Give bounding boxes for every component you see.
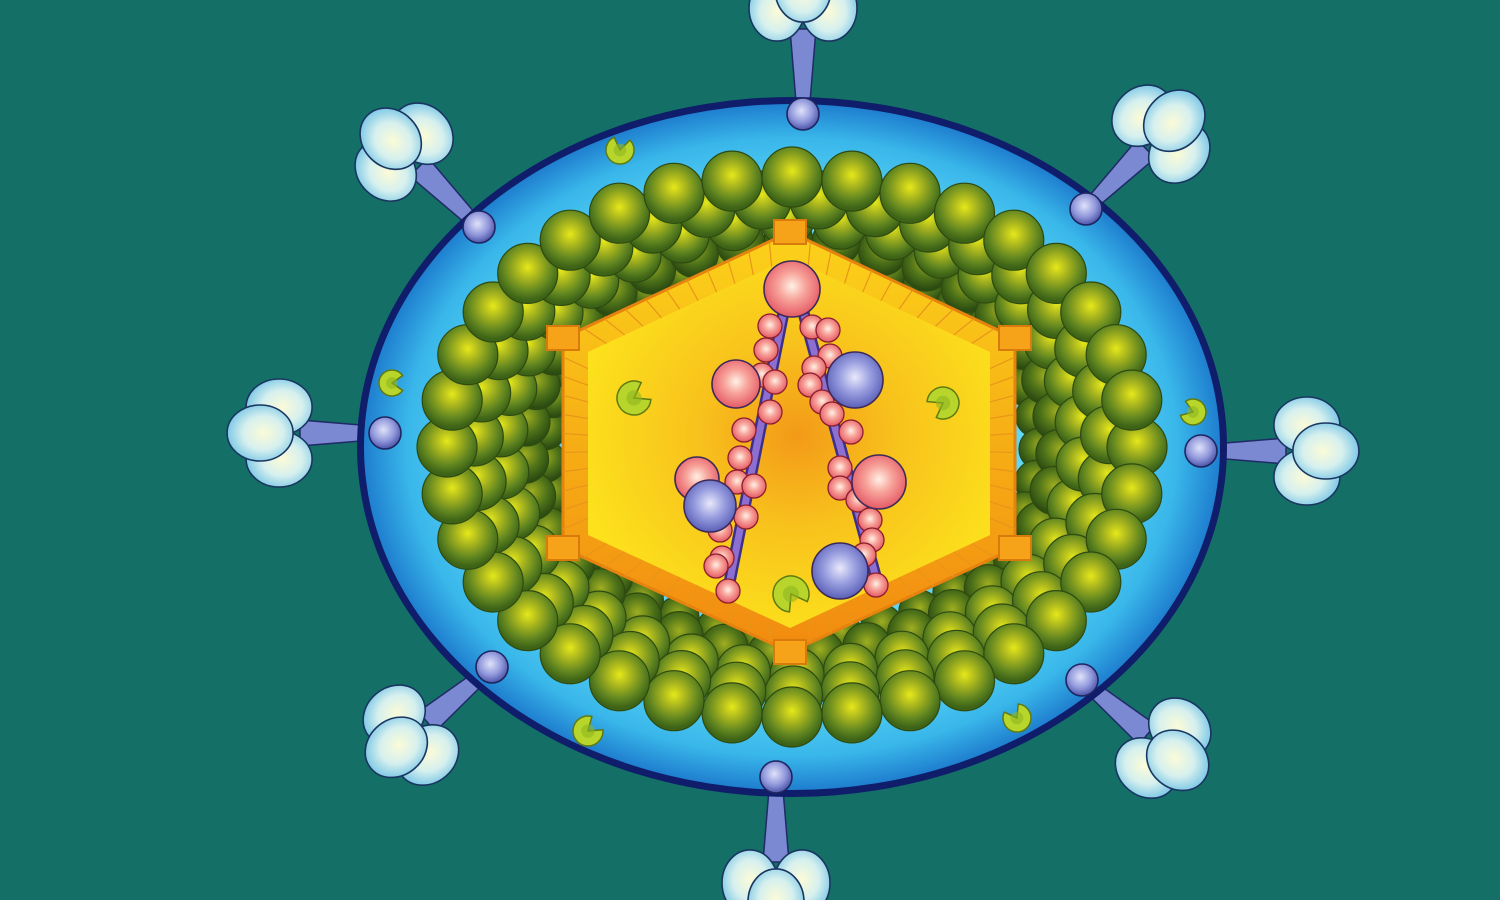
spike-anchor-icon (786, 97, 820, 131)
reverse-transcriptase-icon (826, 351, 884, 409)
rna-bead (757, 399, 783, 425)
spike-anchor-icon (368, 416, 402, 450)
matrix-protein-ball (983, 623, 1045, 685)
matrix-protein-ball (879, 162, 941, 224)
matrix-protein-ball (643, 670, 705, 732)
rna-bead (733, 504, 759, 530)
rna-bead (703, 553, 729, 579)
rna-bead (815, 317, 841, 343)
rna-bead (762, 369, 788, 395)
spike-anchor-icon (759, 760, 793, 794)
capsid-vertex (546, 535, 580, 561)
matrix-protein-ball (1025, 242, 1087, 304)
rna-bead (731, 417, 757, 443)
rna-bead (757, 313, 783, 339)
matrix-protein-ball (539, 623, 601, 685)
matrix-protein-ball (761, 146, 823, 208)
glycoprotein-spike-icon (1077, 674, 1212, 799)
glycoprotein-spike-icon (354, 102, 485, 233)
matrix-protein-ball (588, 650, 651, 712)
capsid-vertex (773, 639, 807, 665)
capsid-vertex (773, 219, 807, 245)
matrix-protein-ball (539, 209, 601, 271)
reverse-transcriptase-icon (811, 542, 869, 600)
spike-anchor-icon (1184, 434, 1218, 468)
matrix-protein-ball (761, 686, 823, 748)
rna-bead (753, 337, 779, 363)
matrix-protein-ball (1060, 551, 1122, 613)
matrix-protein-ball (821, 150, 883, 212)
reverse-transcriptase-icon (683, 479, 737, 533)
matrix-protein-ball (462, 281, 524, 343)
capsid-vertex (546, 325, 580, 351)
rna-bead (838, 419, 864, 445)
matrix-protein-ball (701, 682, 763, 744)
matrix-protein-ball (588, 182, 651, 244)
matrix-protein-ball (933, 182, 996, 244)
matrix-protein-ball (497, 242, 559, 304)
protease-icon (378, 136, 1207, 747)
matrix-protein-ball (701, 150, 763, 212)
rna-strand-icon (703, 294, 889, 604)
reverse-transcriptase-icon (763, 260, 821, 318)
glycoprotein-spike-icon (226, 378, 386, 488)
matrix-protein-ball (497, 589, 559, 652)
reverse-transcriptase-icon (674, 260, 907, 600)
matrix-protein-ball (643, 162, 705, 224)
reverse-transcriptase-icon (711, 359, 761, 409)
spike-anchor-icon (475, 650, 509, 684)
rna-bead (715, 578, 741, 604)
matrix-protein-ball (1025, 589, 1087, 652)
matrix-protein-ball (933, 650, 996, 712)
capsid-icon (546, 219, 1032, 665)
matrix-protein-ball (821, 682, 883, 744)
spike-anchor-icon (1065, 663, 1099, 697)
matrix-protein-ball (1101, 369, 1163, 431)
capsid-vertex (998, 535, 1032, 561)
spike-anchor-icon (462, 210, 496, 244)
integrase-icon (616, 380, 960, 613)
rna-bead (741, 473, 767, 499)
matrix-protein-ball (879, 670, 941, 732)
glycoprotein-spike-icon (748, 0, 858, 115)
reverse-transcriptase-icon (851, 454, 907, 510)
matrix-protein-ball (983, 209, 1045, 271)
capsid-vertex (998, 325, 1032, 351)
spike-anchor-icon (368, 97, 1218, 794)
spike-anchor-icon (1069, 192, 1103, 226)
rna-bead (819, 401, 845, 427)
rna-bead (727, 445, 753, 471)
